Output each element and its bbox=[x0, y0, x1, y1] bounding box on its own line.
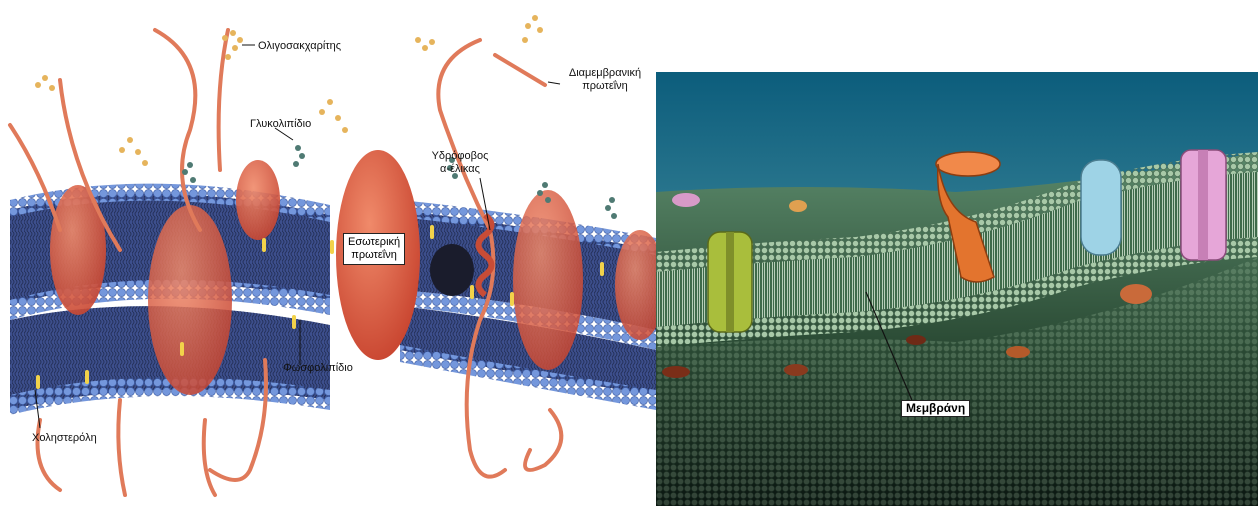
label-transmembrane-protein-line2: πρωτεΐνη bbox=[560, 80, 650, 93]
membrane-cartoon-scene: Μεμβράνη bbox=[656, 72, 1258, 506]
label-hydrophobic-helix-line1: Υδρόφοβος bbox=[425, 150, 495, 163]
protein-pink bbox=[1181, 150, 1226, 260]
label-transmembrane-protein-line1: Διαμεμβρανική bbox=[560, 67, 650, 80]
label-inner-protein-line1: Εσωτερική bbox=[348, 236, 400, 249]
label-hydrophobic-helix: Υδρόφοβος α-έλικας bbox=[425, 150, 495, 176]
label-oligosaccharide: Ολιγοσακχαρίτης bbox=[258, 40, 341, 53]
label-hydrophobic-helix-line2: α-έλικας bbox=[425, 163, 495, 176]
label-inner-protein-line2: πρωτεΐνη bbox=[348, 249, 400, 262]
membrane-illustration bbox=[0, 0, 656, 506]
label-membrane: Μεμβράνη bbox=[901, 400, 970, 417]
label-cholesterol: Χοληστερόλη bbox=[32, 432, 97, 445]
fluid-mosaic-diagram: Ολιγοσακχαρίτης Διαμεμβρανική πρωτεΐνη Γ… bbox=[0, 0, 656, 506]
oligosaccharide-chains bbox=[35, 15, 543, 166]
label-phospholipid: Φωσφολιπίδιο bbox=[283, 362, 353, 375]
label-glycolipid: Γλυκολιπίδιο bbox=[250, 118, 311, 131]
protein-light-blue bbox=[1081, 160, 1121, 255]
label-inner-protein: Εσωτερική πρωτεΐνη bbox=[343, 233, 405, 265]
protein-yellow-green bbox=[708, 232, 752, 332]
membrane-scene-illustration bbox=[656, 72, 1258, 506]
label-transmembrane-protein: Διαμεμβρανική πρωτεΐνη bbox=[560, 67, 650, 93]
